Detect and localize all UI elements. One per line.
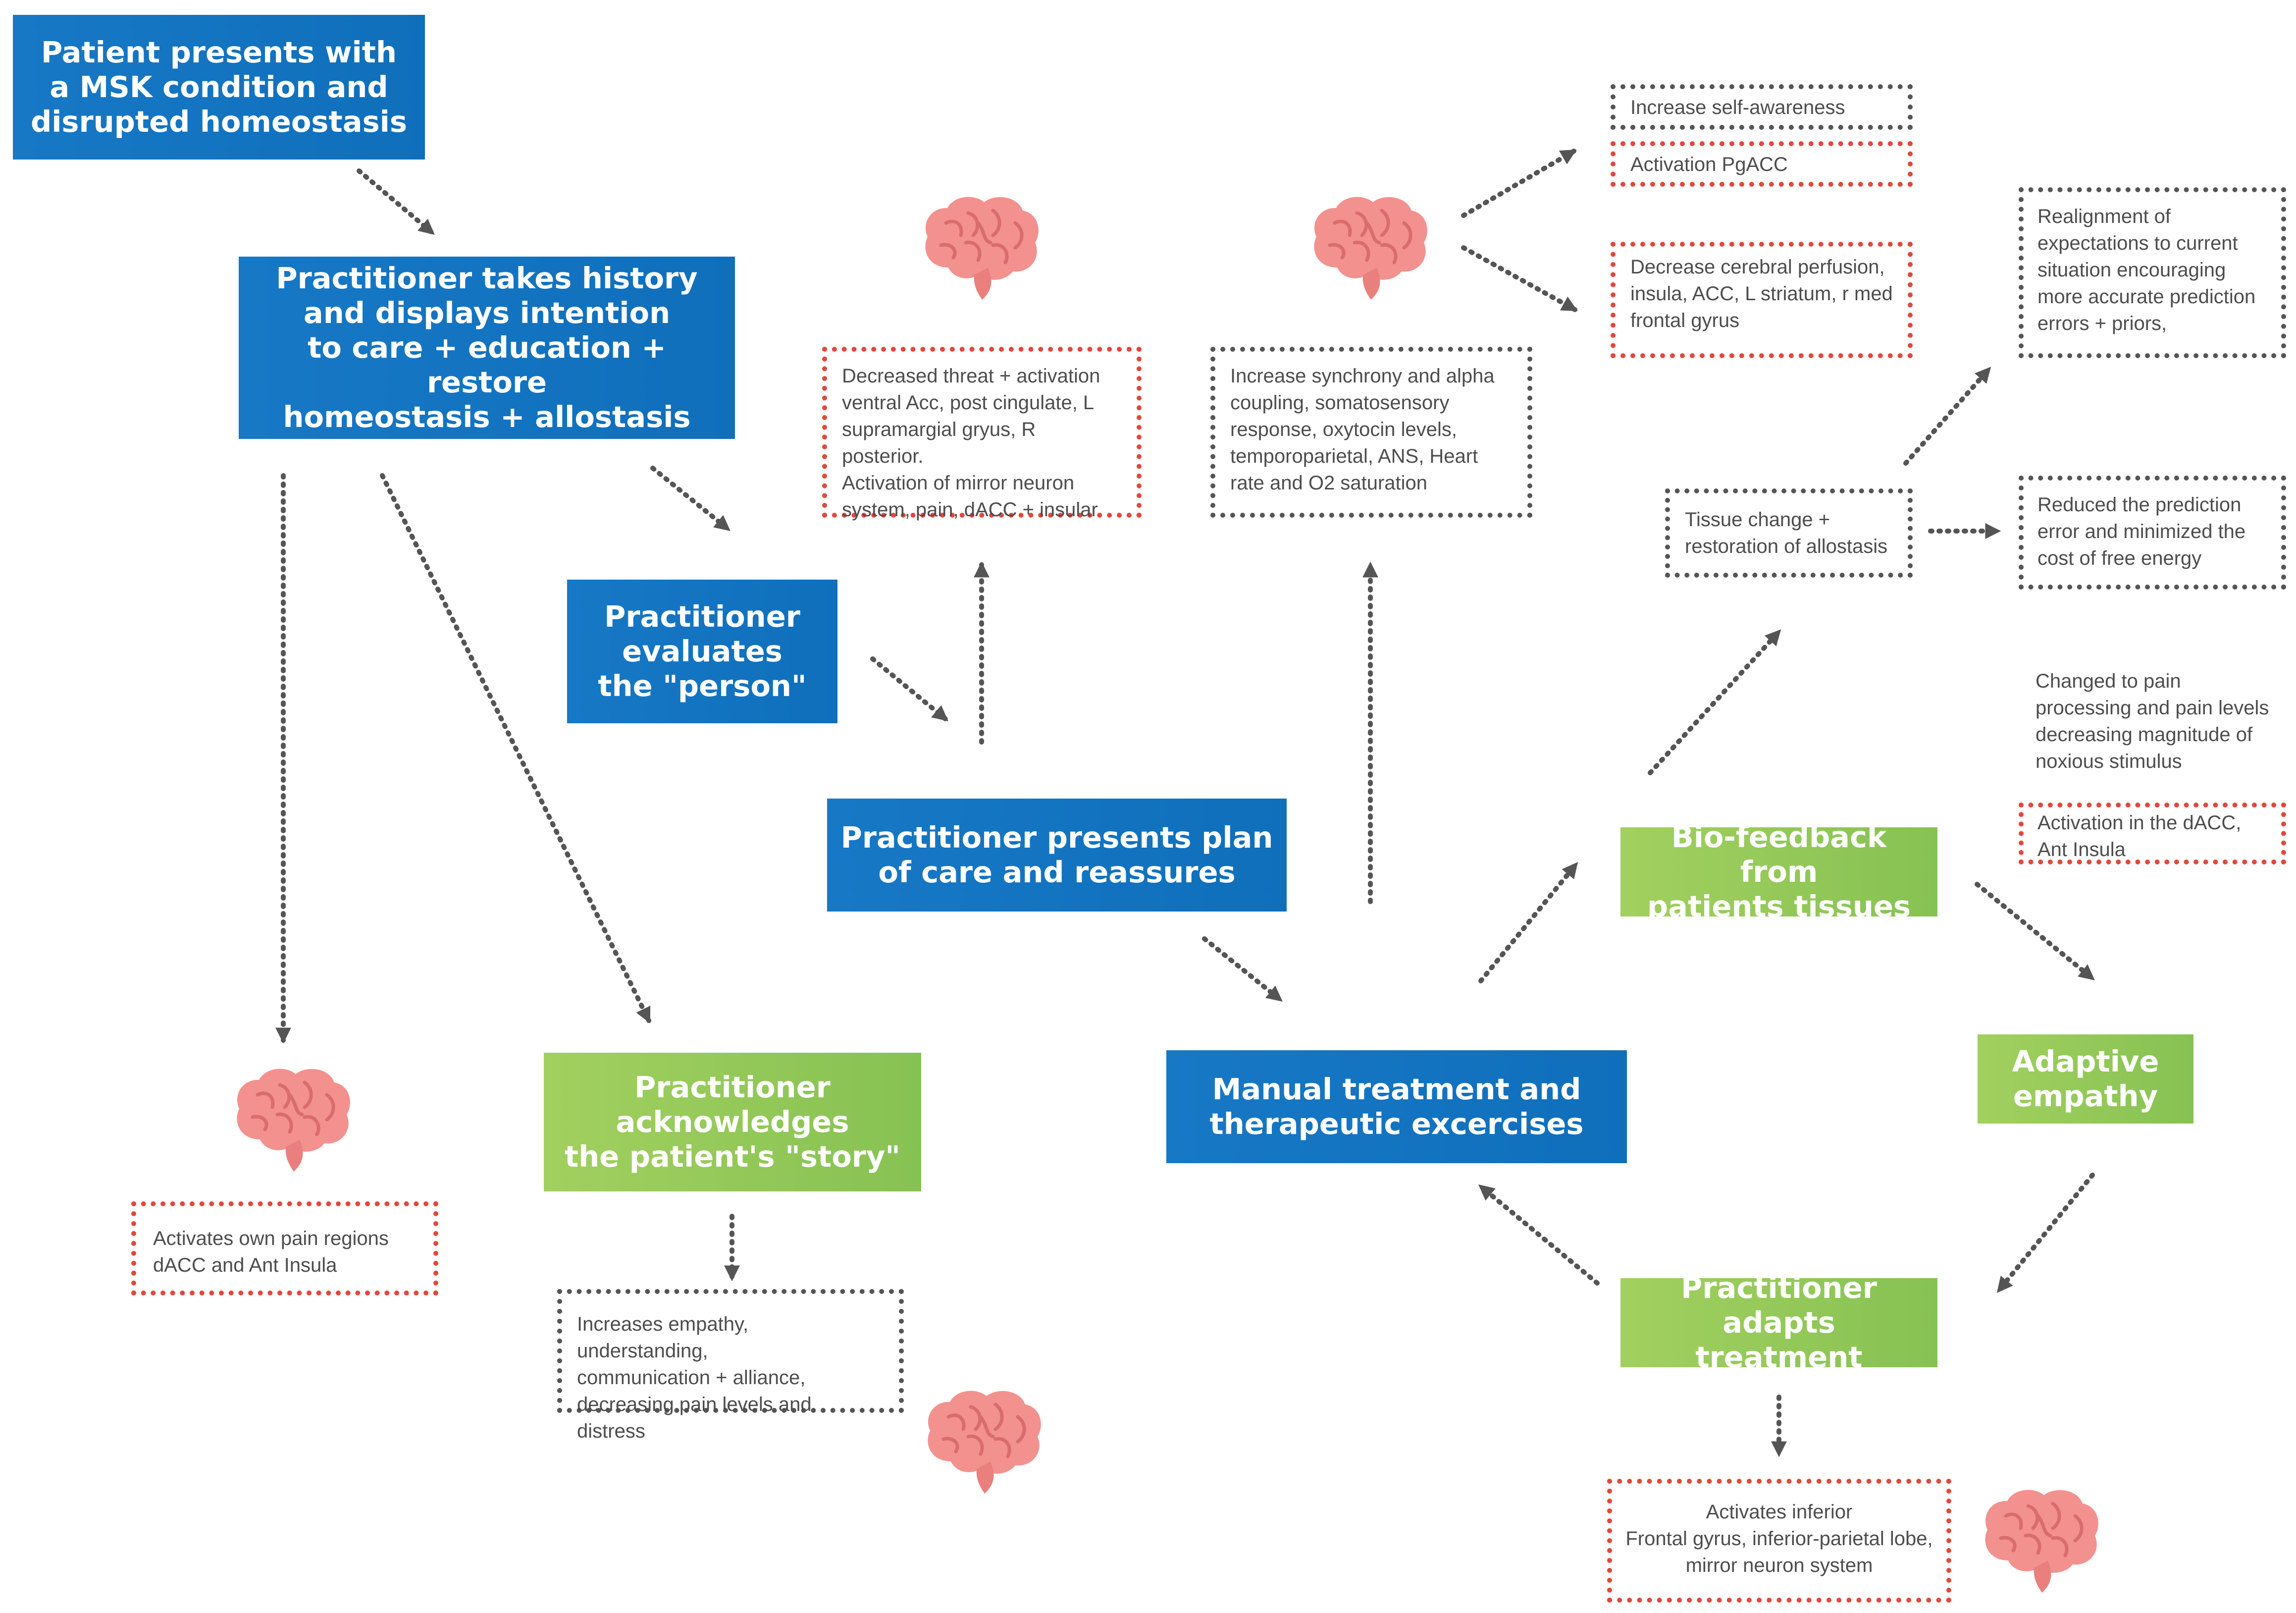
realignment-text: Realignment of expectations to current s… — [2037, 206, 2256, 334]
arrow-history-to-evaluates — [650, 466, 731, 532]
arrow-patient-to-history — [357, 168, 435, 235]
arrow-plan-to-manual — [1202, 936, 1283, 1002]
inferior-frontal-note: Activates inferior Frontal gyrus, inferi… — [1607, 1479, 1951, 1603]
practitioner-plan-label: Practitioner presents plan of care and r… — [840, 820, 1273, 889]
biofeedback-label: Bio-feedback from patients tissues — [1647, 820, 1911, 923]
pgacc-text: Activation PgACC — [1630, 154, 1788, 175]
practitioner-adapts-label: Practitioner adapts treatment — [1681, 1271, 1877, 1374]
reduced-prediction-text: Reduced the prediction error and minimiz… — [2037, 494, 2246, 569]
dacc-insula-text: Activation in the dACC, Ant Insula — [2037, 812, 2242, 860]
dacc-insula-note: Activation in the dACC, Ant Insula — [2019, 803, 2286, 864]
empathy-text: Increases empathy, understanding, commun… — [577, 1313, 812, 1442]
connector-arrows — [275, 149, 2095, 1457]
arrow-brain-to-perfusion — [1461, 245, 1578, 312]
synchrony-note: Increase synchrony and alpha coupling, s… — [1210, 347, 1532, 518]
tissue-change-text: Tissue change + restoration of allostasi… — [1685, 509, 1888, 557]
arrow-biofeedback-to-tissue — [1648, 629, 1781, 775]
manual-treatment-box: Manual treatment and therapeutic excerci… — [1166, 1050, 1627, 1163]
adaptive-empathy-box: Adaptive empathy — [1978, 1034, 2193, 1124]
threat-activation-note: Decreased threat + activation ventral Ac… — [822, 347, 1142, 521]
patient-presents-label: Patient presents with a MSK condition an… — [30, 35, 408, 139]
synchrony-text: Increase synchrony and alpha coupling, s… — [1230, 365, 1495, 494]
cerebral-perfusion-text: Decrease cerebral perfusion, insula, ACC… — [1630, 256, 1893, 331]
practitioner-acknowledges-box: Practitioner acknowledges the patient's … — [544, 1053, 921, 1191]
adaptive-empathy-label: Adaptive empathy — [2012, 1044, 2159, 1113]
arrow-history-to-acknowledges — [380, 473, 651, 1023]
empathy-note: Increases empathy, understanding, commun… — [557, 1289, 904, 1442]
practitioner-history-label: Practitioner takes history and displays … — [276, 261, 698, 434]
practitioner-evaluates-label: Practitioner evaluates the "person" — [598, 599, 807, 703]
realignment-note: Realignment of expectations to current s… — [2019, 187, 2286, 358]
biofeedback-box: Bio-feedback from patients tissues — [1620, 820, 1937, 923]
arrow-adaptive-to-adapts — [1996, 1173, 2095, 1293]
changed-pain-note: Changed to pain processing and pain leve… — [2019, 659, 2286, 783]
inferior-frontal-text: Activates inferior Frontal gyrus, inferi… — [1625, 1501, 1933, 1576]
arrow-biofeedback-to-adaptive — [1975, 882, 2095, 981]
arrow-manual-to-biofeedback — [1478, 862, 1578, 983]
arrow-tissue-to-realignment — [1903, 367, 1991, 466]
practitioner-adapts-box: Practitioner adapts treatment — [1620, 1271, 1937, 1374]
brain-icon — [921, 1387, 1045, 1496]
tissue-change-note: Tissue change + restoration of allostasi… — [1665, 488, 1913, 578]
practitioner-plan-box: Practitioner presents plan of care and r… — [827, 799, 1287, 912]
practitioner-history-box: Practitioner takes history and displays … — [239, 257, 735, 439]
brain-icon — [1979, 1486, 2102, 1595]
threat-activation-text: Decreased threat + activation ventral Ac… — [842, 365, 1100, 521]
brain-icon — [230, 1065, 354, 1174]
brain-icon — [919, 193, 1043, 302]
self-awareness-note: Increase self-awareness — [1611, 84, 1913, 130]
manual-treatment-label: Manual treatment and therapeutic excerci… — [1209, 1072, 1584, 1141]
brain-icon — [1307, 193, 1431, 302]
patient-presents-box: Patient presents with a MSK condition an… — [13, 15, 425, 160]
changed-pain-text: Changed to pain processing and pain leve… — [2035, 670, 2269, 772]
own-pain-note: Activates own pain regions dACC and Ant … — [131, 1201, 438, 1295]
pgacc-note: Activation PgACC — [1611, 141, 1913, 187]
own-pain-text: Activates own pain regions dACC and Ant … — [153, 1228, 389, 1276]
practitioner-evaluates-box: Practitioner evaluates the "person" — [567, 580, 837, 723]
arrow-brain-to-self-awareness — [1461, 149, 1577, 218]
arrow-evaluates-to-plan — [870, 656, 948, 722]
arrow-adapts-to-manual — [1478, 1184, 1600, 1286]
self-awareness-text: Increase self-awareness — [1630, 97, 1845, 118]
practitioner-acknowledges-label: Practitioner acknowledges the patient's … — [564, 1070, 901, 1174]
reduced-prediction-note: Reduced the prediction error and minimiz… — [2019, 476, 2286, 590]
cerebral-perfusion-note: Decrease cerebral perfusion, insula, ACC… — [1611, 242, 1913, 358]
